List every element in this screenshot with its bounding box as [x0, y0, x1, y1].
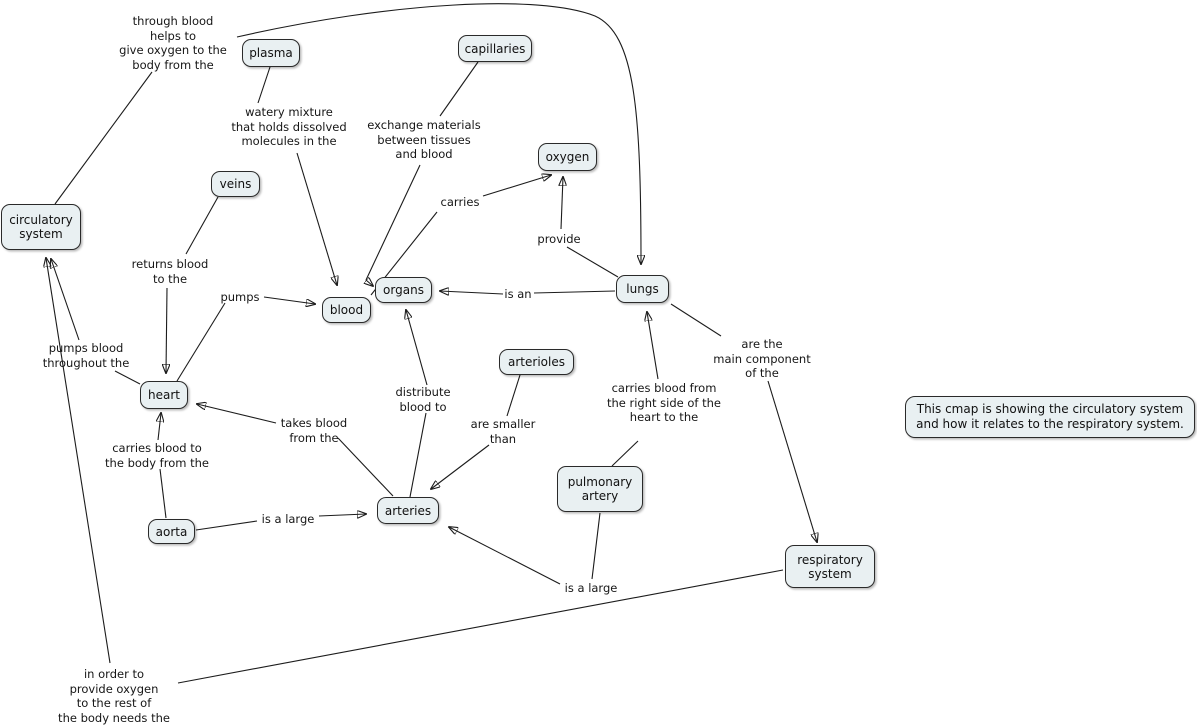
linking-phrase-returns-blood[interactable]: returns blood to the [131, 257, 209, 286]
linking-phrase-pumps[interactable]: pumps [220, 290, 260, 304]
concept-node-plasma[interactable]: plasma [242, 39, 300, 67]
linking-phrase-in-order[interactable]: in order to provide oxygen to the rest o… [58, 667, 170, 725]
linking-phrase-is-a-large-aorta[interactable]: is a large [261, 512, 315, 526]
linking-phrase-carries[interactable]: carries [440, 195, 480, 209]
linking-phrase-pumps-blood[interactable]: pumps blood throughout the [42, 341, 130, 370]
linking-phrase-takes-blood[interactable]: takes blood from the [280, 416, 348, 445]
annotation-box[interactable]: This cmap is showing the circulatory sys… [905, 396, 1195, 438]
linking-phrase-exchange-materials[interactable]: exchange materials between tissues and b… [367, 118, 481, 161]
linking-phrase-through-blood[interactable]: through blood helps to give oxygen to th… [119, 14, 227, 72]
concept-node-blood[interactable]: blood [322, 297, 371, 323]
concept-node-respiratory-system[interactable]: respiratory system [785, 545, 875, 588]
linking-phrase-distribute-blood[interactable]: distribute blood to [395, 385, 451, 414]
concept-node-organs[interactable]: organs [375, 277, 432, 303]
concept-node-veins[interactable]: veins [211, 171, 260, 197]
linking-phrase-is-a-large-pulmonary[interactable]: is a large [564, 581, 618, 595]
linking-phrase-main-component[interactable]: are the main component of the [713, 337, 811, 380]
concept-node-oxygen[interactable]: oxygen [538, 143, 597, 171]
linking-phrase-carries-blood-to-body[interactable]: carries blood to the body from the [105, 441, 209, 470]
concept-node-arteries[interactable]: arteries [377, 497, 439, 524]
concept-node-lungs[interactable]: lungs [616, 275, 669, 303]
linking-phrase-carries-blood-right[interactable]: carries blood from the right side of the… [606, 381, 722, 424]
concept-node-aorta[interactable]: aorta [148, 519, 195, 544]
concept-node-circulatory-system[interactable]: circulatory system [1, 204, 81, 250]
concept-node-arterioles[interactable]: arterioles [499, 349, 574, 375]
concept-node-capillaries[interactable]: capillaries [458, 35, 532, 62]
concept-node-heart[interactable]: heart [140, 381, 188, 409]
linking-phrase-watery-mixture[interactable]: watery mixture that holds dissolved mole… [231, 105, 347, 148]
linking-phrase-are-smaller[interactable]: are smaller than [470, 417, 536, 446]
concept-node-pulmonary-artery[interactable]: pulmonary artery [557, 466, 643, 512]
linking-phrase-provide[interactable]: provide [537, 232, 581, 246]
linking-phrase-is-an[interactable]: is an [504, 287, 532, 301]
